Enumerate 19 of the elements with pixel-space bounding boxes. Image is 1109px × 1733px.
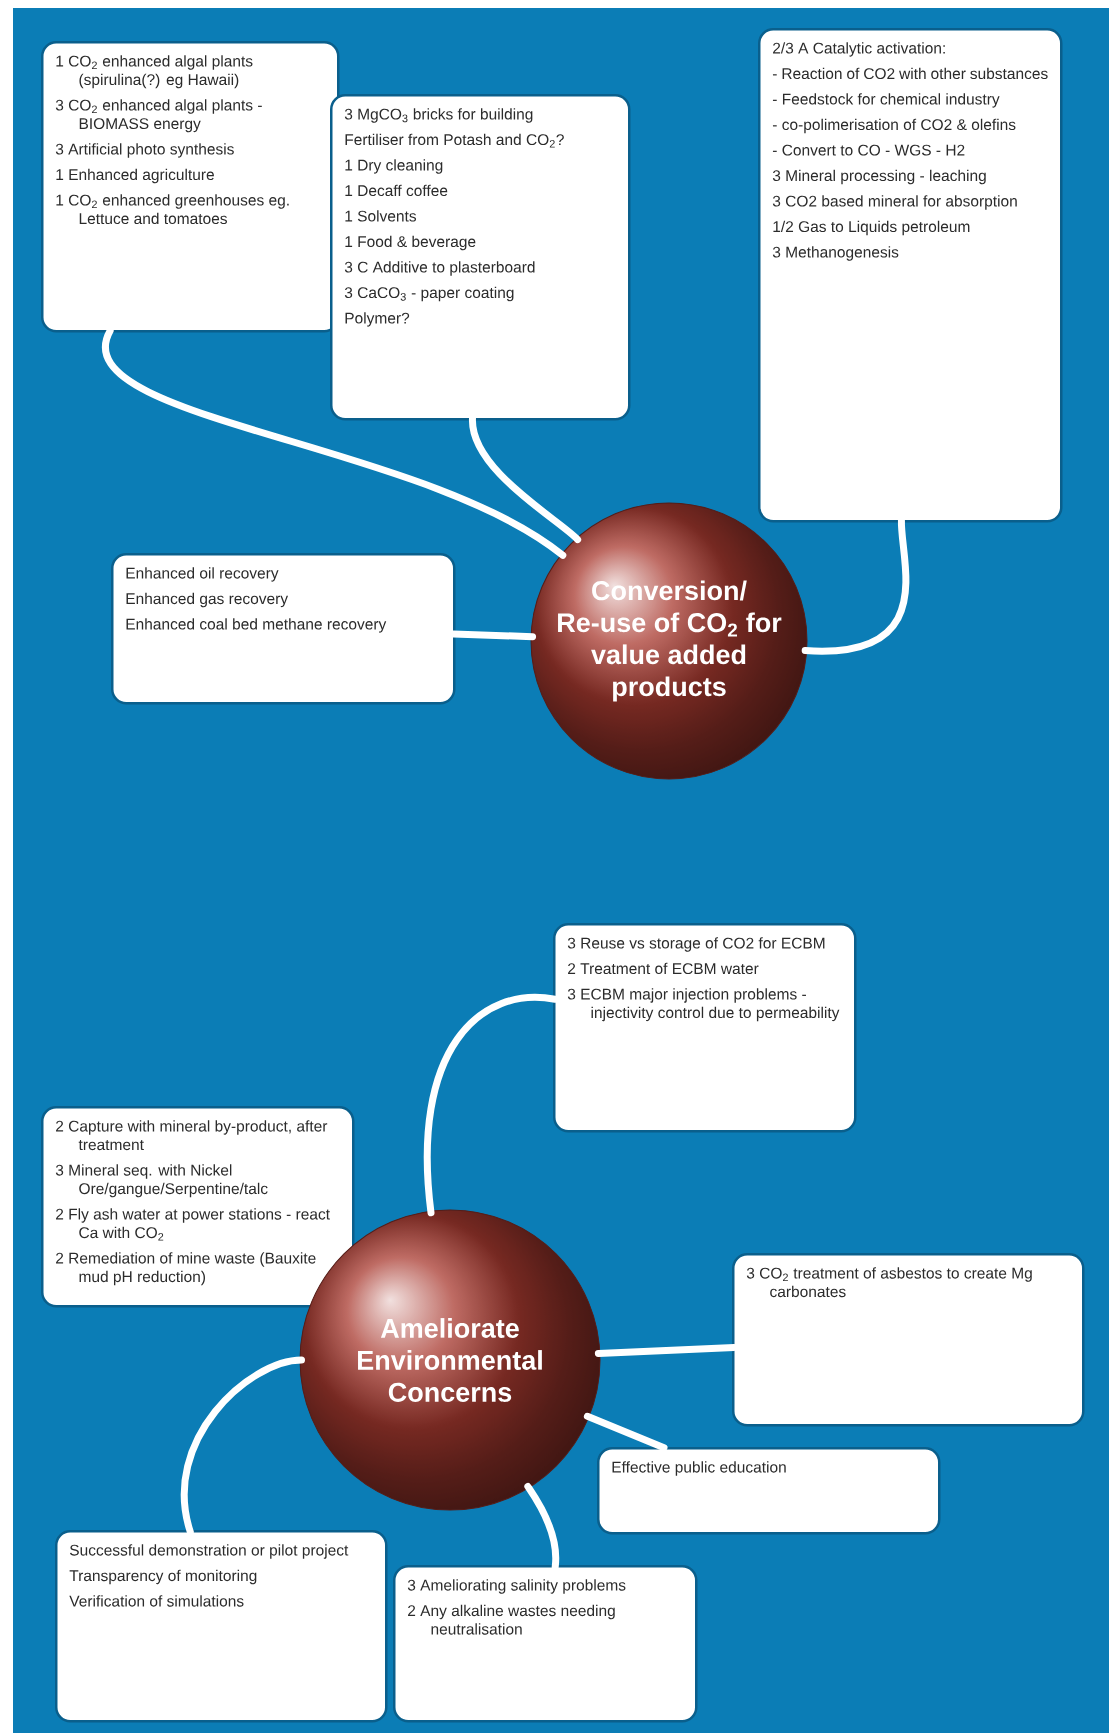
text-box: 2 Capture with mineral by-product, after treatment 3 Mineral seq. with Nickel Ore/gangue/Serpentine/talc 2 Fly ash water at power stations - react Ca with CO$_{2}$ 2 Remediation of mine waste (Bauxite mud pH reduction) — [41, 1106, 355, 1308]
ribbon-connector — [583, 1412, 668, 1452]
text-box: Effective public education — [597, 1447, 941, 1535]
ribbon-connector — [180, 1356, 305, 1536]
text-box: 3 Reuse vs storage of CO2 for ECBM 2 Treatment of ECBM water 3 ECBM major injection problems - injectivity control due to permeability — [553, 923, 857, 1133]
text-box: 3 Ameliorating salinity problems 2 Any alkaline wastes needing neutralisation — [393, 1565, 698, 1723]
ribbon-connector — [424, 993, 559, 1217]
text-box: 3 CO$_{2}$ treatment of asbestos to create Mg carbonates — [732, 1253, 1085, 1427]
text-box: Successful demonstration or pilot project Transparency of monitoring Verification of simulations — [55, 1530, 388, 1723]
ribbon-connector — [801, 517, 910, 655]
text-box: 1 CO$_{2}$ enhanced algal plants (spirulina(?) eg Hawaii) 3 CO$_{2}$ enhanced algal plants - BIOMASS energy 3 Artificial photo synthesis 1 Enhanced agriculture 1 CO$_{2}$ enhanced greenhouses eg. Lettuce and tomatoes — [41, 41, 340, 333]
text-box: 2/3 A Catalytic activation: - Reaction of CO2 with other substances - Feedstock for chemical industry - co-polimerisation of CO2 & olefins - Convert to CO - WGS - H2 3 Mineral processing - leaching 3 CO2 based mineral for absorption 1/2 Gas to Liquids petroleum 3 Methanogenesis — [758, 28, 1063, 523]
ribbon-connector — [450, 630, 537, 641]
text-box: 3 MgCO$_{3}$ bricks for building Fertiliser from Potash and CO$_{2}$? 1 Dry cleaning 1 Decaff coffee 1 Solvents 1 Food & beverage 3 C Additive to plasterboard 3 CaCO$_{3}$ - paper coating Polymer? — [330, 94, 631, 421]
text-box: Enhanced oil recovery Enhanced gas recovery Enhanced coal bed methane recovery — [111, 553, 456, 705]
ribbon-connector — [102, 327, 567, 559]
ribbon-connector — [469, 415, 582, 544]
ribbon-connector — [524, 1482, 560, 1571]
ribbon-connector — [594, 1343, 738, 1357]
